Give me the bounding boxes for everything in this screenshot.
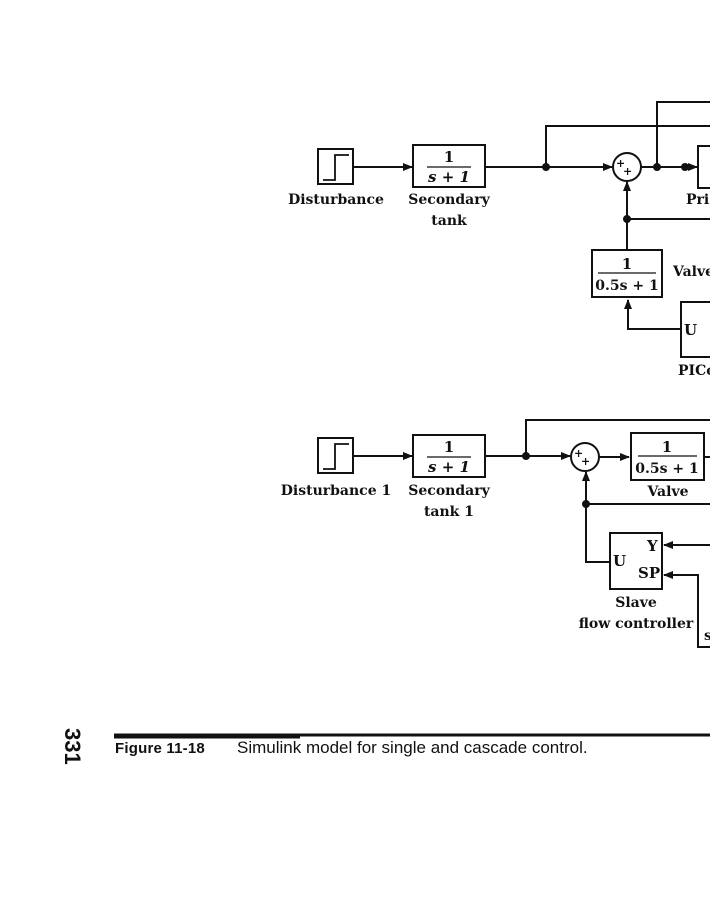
- port-u: U: [684, 321, 697, 339]
- label-valve: Valve: [672, 264, 710, 280]
- port-sp: SP: [638, 564, 660, 582]
- signal-line: [656, 101, 710, 167]
- step-block-disturbance[interactable]: [317, 148, 354, 185]
- sum-sign-2: +: [623, 165, 632, 178]
- label-disturbance: Disturbance: [288, 192, 384, 208]
- transfer-fcn-secondary-tank-1[interactable]: [412, 434, 486, 478]
- label-slave: Slave: [615, 595, 657, 611]
- bottom-diagram: [317, 419, 710, 648]
- label-secondary-1: Secondary: [408, 483, 490, 499]
- sum-sign-1: +: [616, 157, 625, 170]
- port-y: Y: [646, 537, 658, 555]
- sum-sign-2: +: [581, 455, 590, 468]
- step-icon: [323, 154, 349, 181]
- tf-numerator: 1: [662, 438, 672, 456]
- caption-text: Simulink model for single and cascade co…: [237, 738, 588, 757]
- sum-sign-1: +: [574, 447, 583, 460]
- tf-denominator: 0.5s + 1: [595, 278, 658, 294]
- top-labels: Disturbance 1 s + 1 Secondary tank + + P…: [288, 148, 710, 379]
- signal-line: [663, 571, 710, 648]
- tf-denominator: 0.5s + 1: [635, 461, 698, 477]
- transfer-fcn-valve[interactable]: [591, 249, 663, 298]
- top-diagram: [317, 101, 710, 358]
- pi-controller-block[interactable]: [680, 301, 710, 358]
- label-primary-partial: Pri: [686, 192, 709, 208]
- signal-line: [545, 125, 710, 167]
- signal-line: [624, 299, 681, 330]
- tf-denominator: s + 1: [428, 168, 470, 186]
- branch-point: [681, 163, 689, 171]
- tf-numerator: 1: [444, 438, 454, 456]
- step-block-disturbance-1[interactable]: [317, 437, 354, 474]
- label-secondary: Secondary: [408, 192, 490, 208]
- transfer-fcn-valve-bottom[interactable]: [630, 432, 705, 481]
- label-disturbance-1: Disturbance 1: [281, 483, 391, 499]
- tf-numerator: 1: [444, 148, 454, 166]
- figure-number: Figure 11-18: [115, 740, 205, 757]
- tf-numerator: 1: [622, 255, 632, 273]
- label-flow-controller: flow controller: [579, 616, 694, 632]
- label-valve-bottom: Valve: [646, 484, 688, 500]
- slave-flow-controller-block[interactable]: [609, 532, 663, 590]
- signal-line: [525, 419, 710, 456]
- tf-denominator: s + 1: [428, 458, 470, 476]
- bottom-labels: Disturbance 1 1 s + 1 Secondary tank 1 +…: [281, 438, 710, 644]
- port-u: U: [613, 552, 626, 570]
- step-icon: [323, 443, 349, 470]
- label-tank-1: tank 1: [424, 504, 474, 520]
- caption-area: Figure 11-18 Simulink model for single a…: [60, 728, 710, 765]
- page-number: 331: [60, 728, 85, 765]
- signal-line: [585, 504, 610, 563]
- label-picontroller-partial: PICo: [678, 363, 710, 379]
- transfer-fcn-primary-tank[interactable]: [697, 145, 710, 189]
- label-partial: s: [704, 628, 710, 644]
- label-tank: tank: [431, 213, 467, 229]
